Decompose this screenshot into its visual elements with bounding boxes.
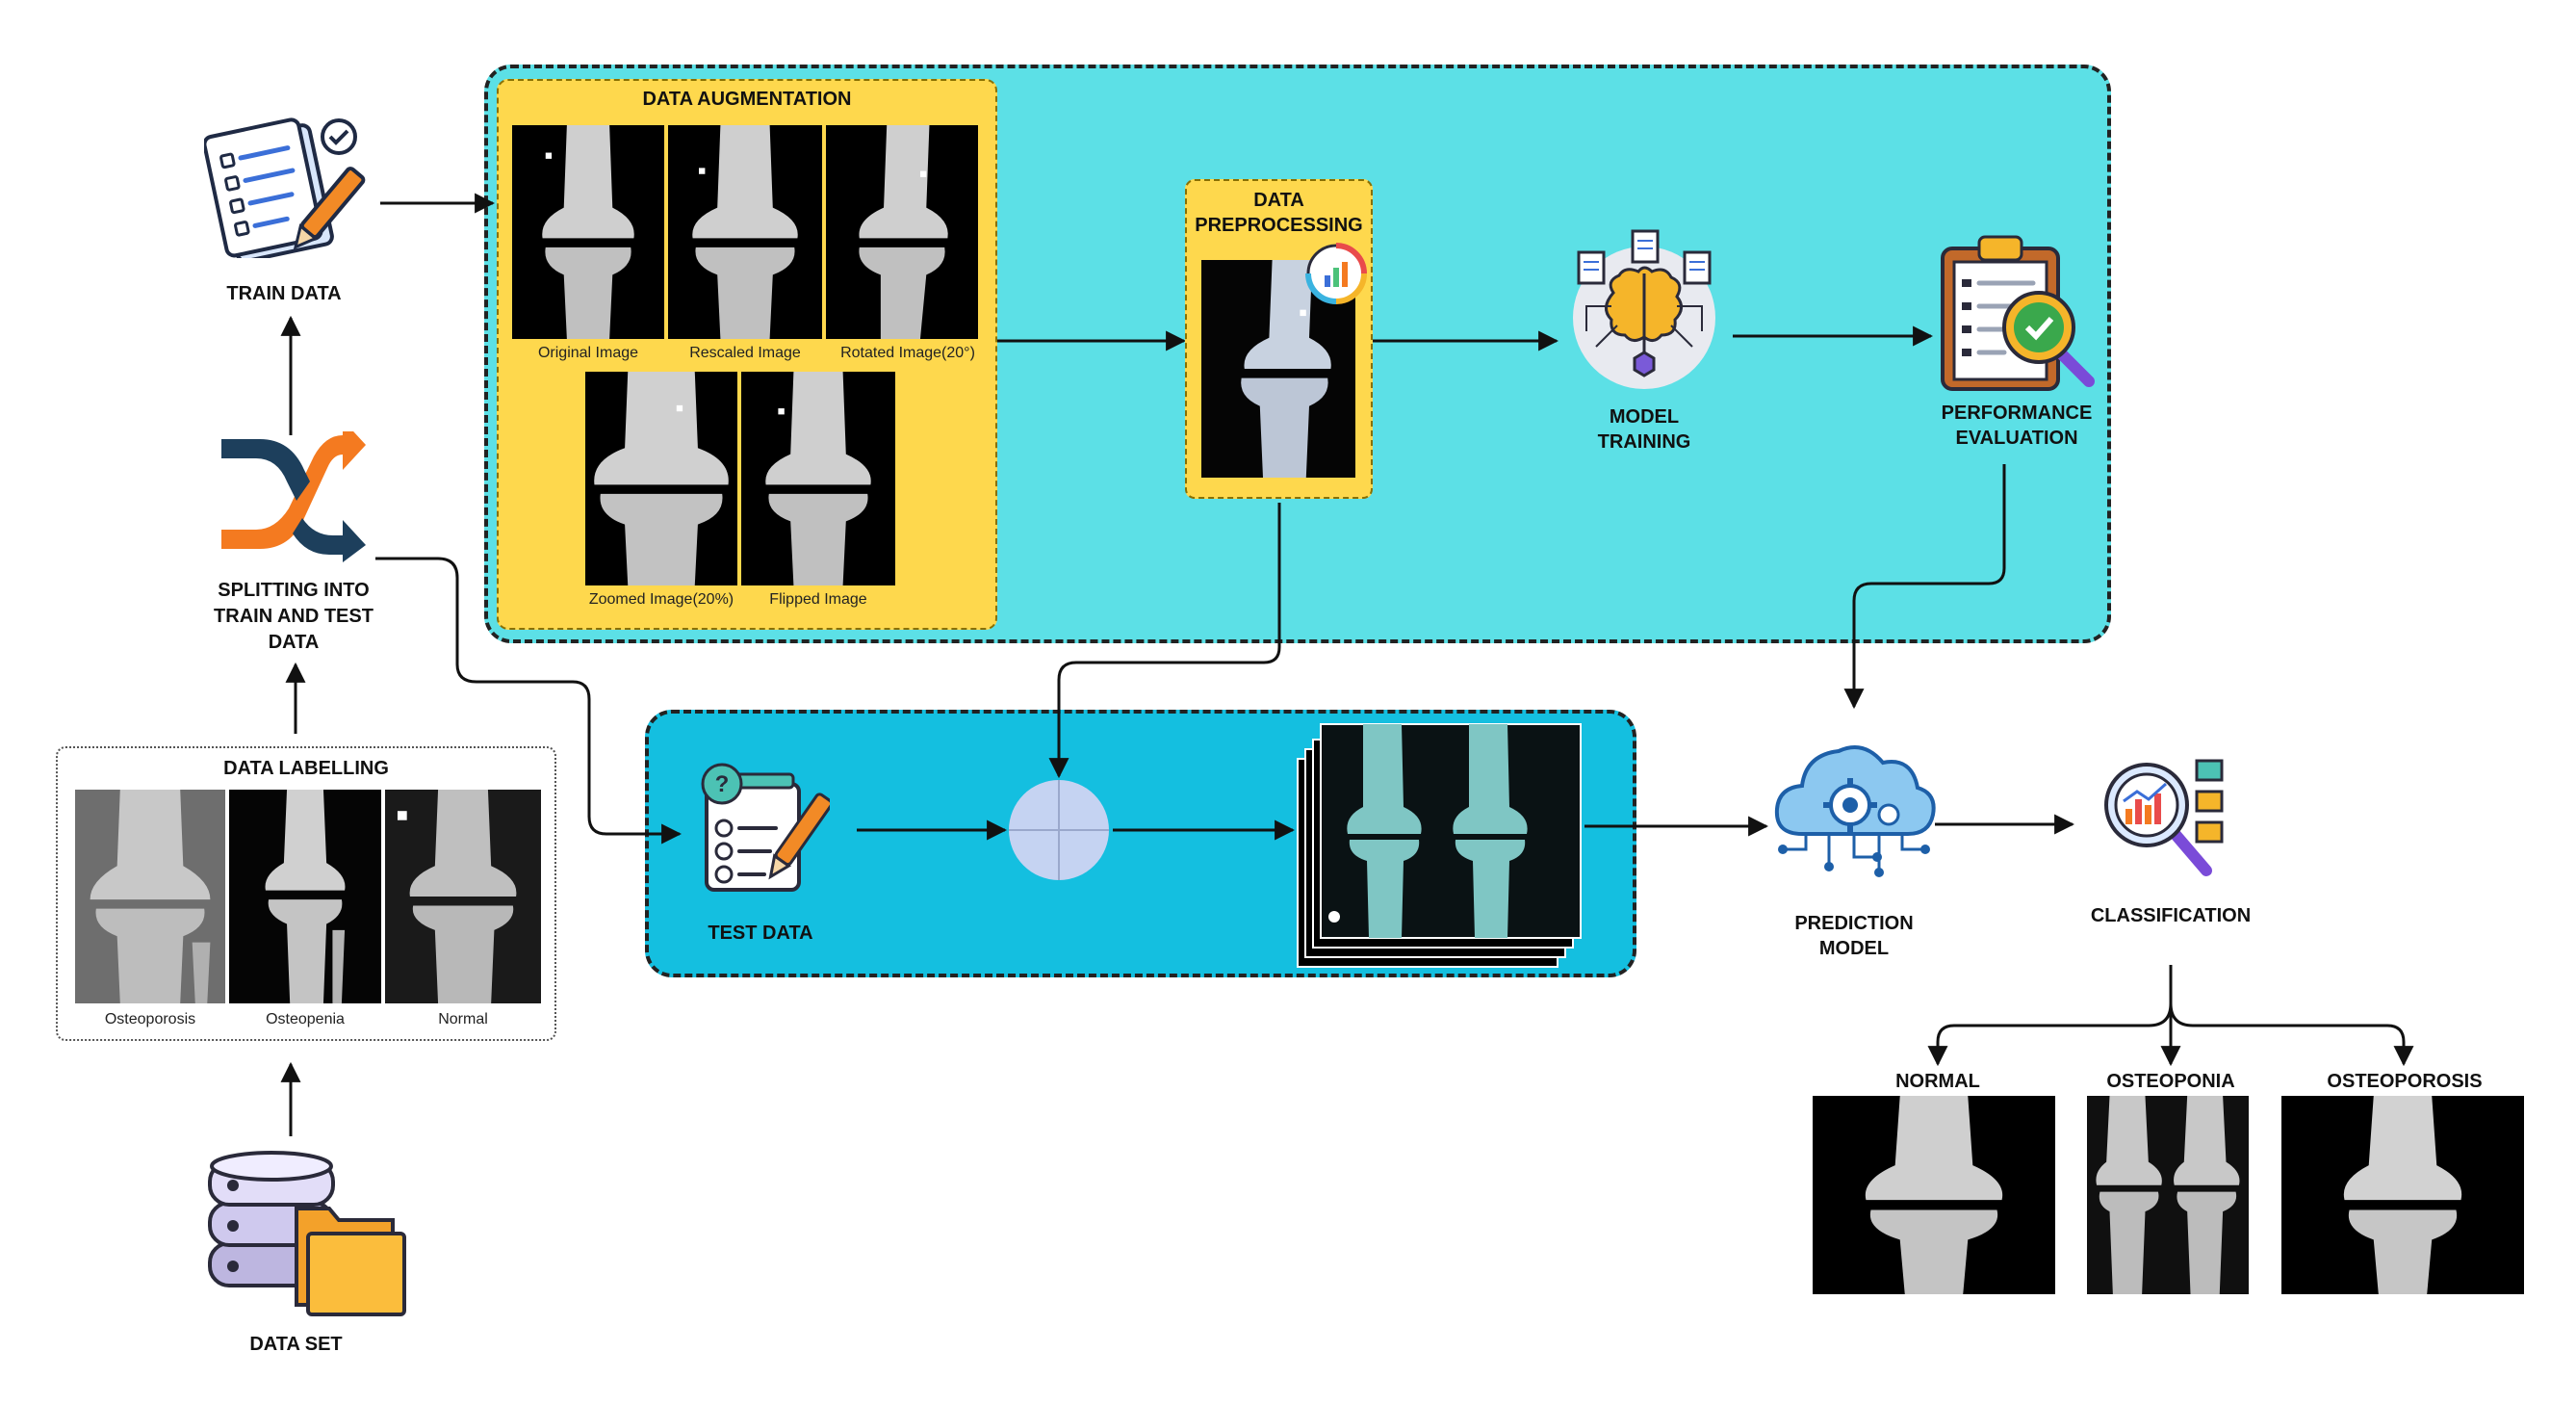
osteopenia-caption: Osteopenia xyxy=(266,1011,345,1027)
test-data-label: TEST DATA xyxy=(708,923,813,944)
train-data-label: TRAIN DATA xyxy=(226,283,342,304)
osteopenia-xray-image xyxy=(229,790,381,1003)
prediction-model-label-line1: PREDICTION xyxy=(1794,913,1914,934)
data-augmentation-title: DATA AUGMENTATION xyxy=(642,89,852,110)
flipped-xray-image xyxy=(741,372,895,585)
performance-evaluation-label-line1: PERFORMANCE xyxy=(1941,403,2093,424)
rescaled-image-caption: Rescaled Image xyxy=(689,345,801,361)
clipboard-checklist-icon xyxy=(202,114,375,264)
original-xray-image xyxy=(512,125,664,339)
arrow-preprocessing-to-merge xyxy=(1048,503,1281,779)
arrow-splitting-to-test xyxy=(375,557,683,845)
rotated-image-caption: Rotated Image(20°) xyxy=(840,345,975,361)
osteoporosis-xray-image xyxy=(75,790,225,1003)
normal-xray-image xyxy=(385,790,541,1003)
arrow-to-osteoporosis xyxy=(2169,1002,2414,1067)
osteoporosis-caption: Osteoporosis xyxy=(104,1011,196,1027)
preprocessing-label-line2: PREPROCESSING xyxy=(1195,215,1363,236)
performance-evaluation-label-line2: EVALUATION xyxy=(1955,428,2078,449)
classification-label: CLASSIFICATION xyxy=(2090,905,2252,926)
test-data-clipboard-icon: ? xyxy=(693,761,834,896)
model-training-label-line2: TRAINING xyxy=(1597,431,1691,453)
preprocessing-label-line1: DATA xyxy=(1253,190,1304,211)
merge-node xyxy=(1007,778,1111,882)
cloud-gear-icon xyxy=(1767,734,1939,878)
database-folder-icon xyxy=(204,1151,406,1324)
shuffle-icon xyxy=(214,420,370,562)
osteoporosis-result-xray xyxy=(2281,1096,2524,1294)
arrow-evaluation-to-prediction xyxy=(1843,464,2006,710)
splitting-label-line2: TRAIN AND TEST xyxy=(214,606,374,627)
rescaled-xray-image xyxy=(668,125,822,339)
original-image-caption: Original Image xyxy=(537,345,639,361)
evaluation-clipboard-icon xyxy=(1937,231,2100,395)
category-boxes-icon xyxy=(2191,757,2229,863)
normal-class-label: NORMAL xyxy=(1895,1071,1980,1092)
ai-brain-icon xyxy=(1558,225,1731,391)
splitting-label-line1: SPLITTING INTO xyxy=(218,580,370,601)
osteoponia-result-xray xyxy=(2087,1096,2249,1294)
svg-text:?: ? xyxy=(715,771,730,797)
analytics-gear-icon xyxy=(1305,243,1367,304)
model-training-label-line1: MODEL xyxy=(1609,406,1680,428)
zoomed-image-caption: Zoomed Image(20%) xyxy=(588,591,734,608)
osteoponia-class-label: OSTEOPONIA xyxy=(2106,1071,2235,1092)
data-set-label: DATA SET xyxy=(249,1334,343,1355)
normal-caption: Normal xyxy=(438,1011,488,1027)
zoomed-xray-image xyxy=(585,372,737,585)
osteoporosis-class-label: OSTEOPOROSIS xyxy=(2327,1071,2483,1092)
magnifier-chart-icon xyxy=(2102,755,2218,880)
flipped-image-caption: Flipped Image xyxy=(769,591,867,608)
prediction-model-label-line2: MODEL xyxy=(1818,938,1890,959)
arrow-to-normal xyxy=(1927,965,2173,1067)
splitting-label-line3: DATA xyxy=(268,632,320,653)
stacked-test-images xyxy=(1296,720,1584,971)
rotated-xray-image xyxy=(826,125,978,339)
data-labelling-title: DATA LABELLING xyxy=(223,758,389,779)
normal-result-xray xyxy=(1813,1096,2055,1294)
